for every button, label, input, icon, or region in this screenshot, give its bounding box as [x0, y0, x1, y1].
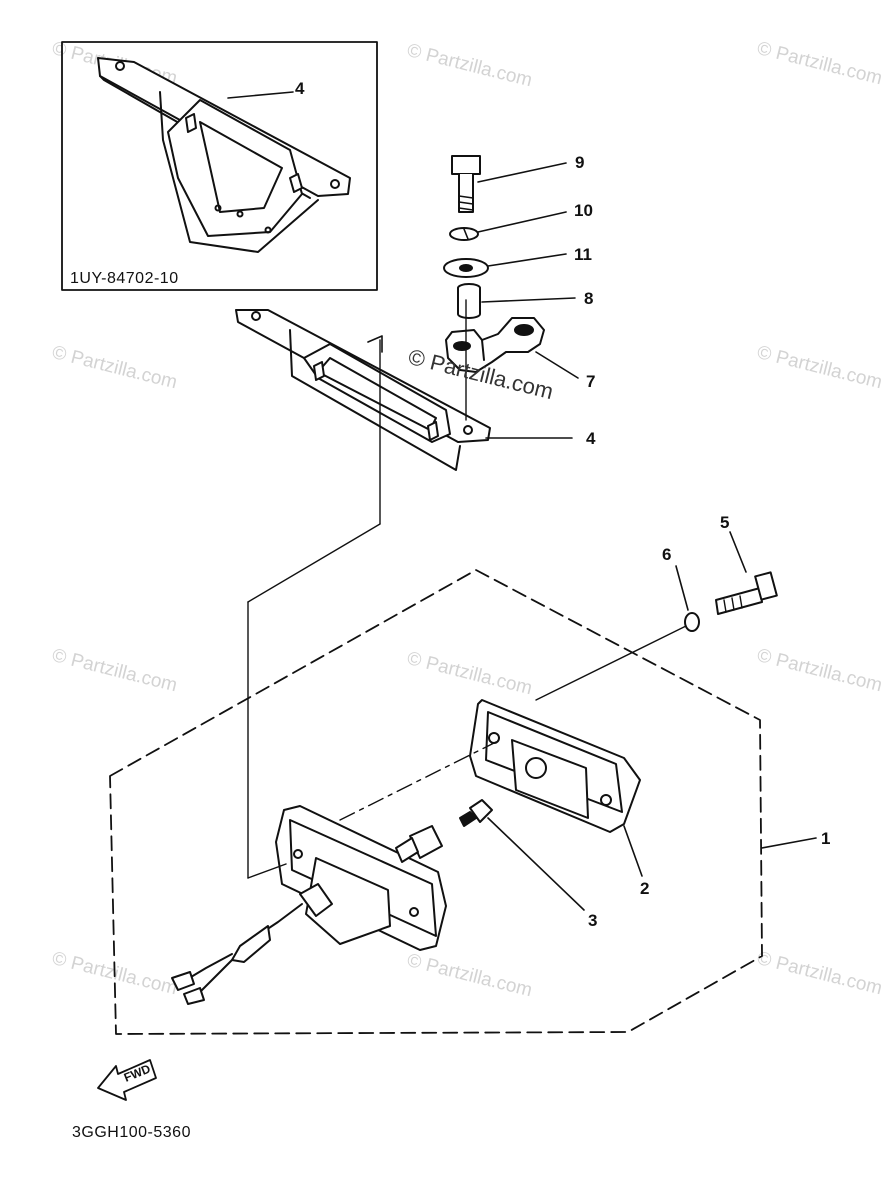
inset-frame — [61, 41, 378, 291]
bolt-drawing — [451, 155, 481, 213]
assembly-center-lines — [247, 339, 687, 879]
fwd-arrow-icon — [97, 1059, 157, 1101]
figure-code: 3GGH100-5360 — [72, 1124, 191, 1141]
callout-1: 1 — [821, 829, 831, 848]
lens-drawing — [469, 699, 641, 833]
callout-7: 7 — [586, 372, 596, 391]
callout-10: 10 — [574, 201, 593, 220]
kit-outline — [109, 569, 763, 1035]
lock-washer-drawing — [449, 227, 479, 241]
collar-drawing — [457, 283, 481, 319]
inset-bracket-drawing — [97, 57, 351, 253]
inset-part-code: 1UY-84702-10 — [70, 270, 179, 287]
callout-2: 2 — [640, 879, 650, 898]
callout-11: 11 — [574, 245, 592, 264]
washer-drawing — [443, 258, 489, 278]
bracket-drawing — [235, 309, 491, 471]
callout-5: 5 — [720, 513, 730, 532]
screw-drawing — [715, 571, 778, 615]
callout-8: 8 — [584, 289, 594, 308]
callout-3: 3 — [588, 911, 598, 930]
housing-drawing — [275, 805, 447, 951]
callout-9: 9 — [575, 153, 585, 172]
inset-callout-4: 4 — [295, 79, 305, 98]
small-washer-drawing — [684, 612, 700, 632]
callout-6: 6 — [662, 545, 672, 564]
arm-drawing — [445, 317, 545, 373]
bulb-drawing — [459, 799, 493, 827]
wiring-harness-drawing — [171, 903, 303, 1005]
callout-4: 4 — [586, 429, 596, 448]
